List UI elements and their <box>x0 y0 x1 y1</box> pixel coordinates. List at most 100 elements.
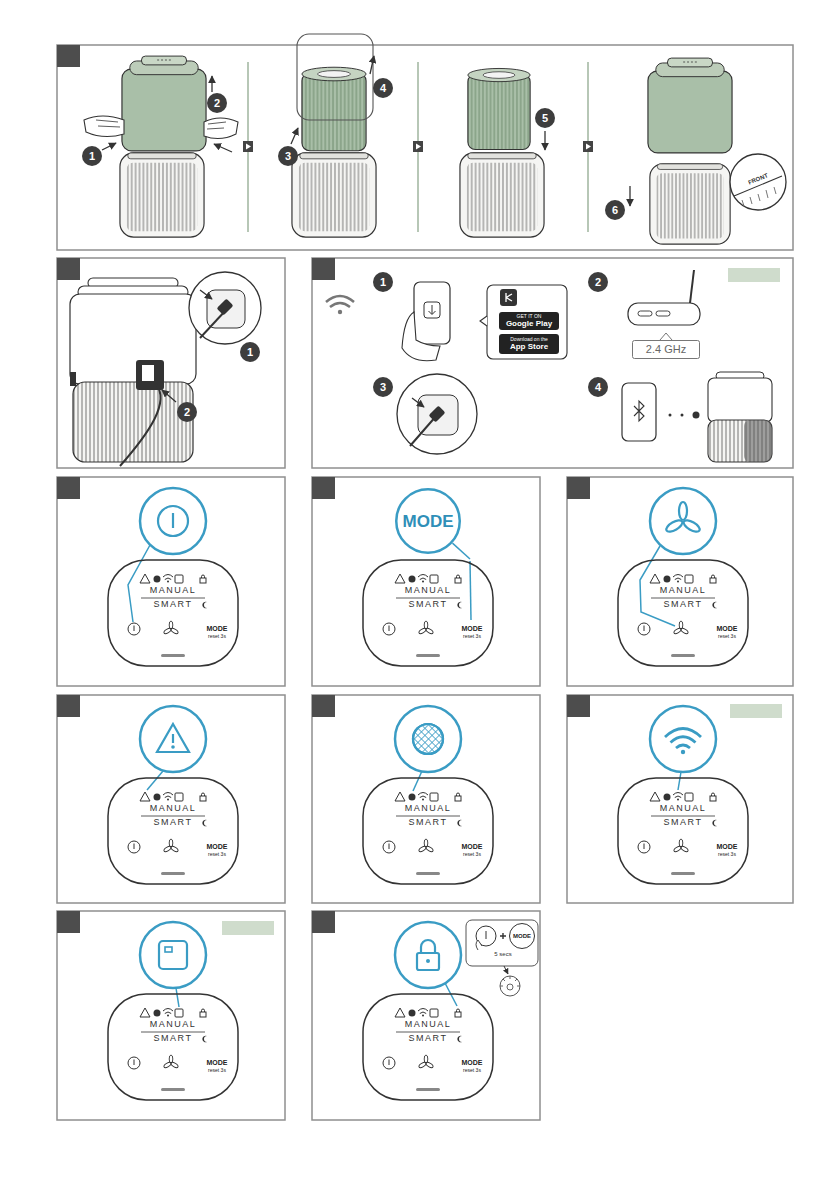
variant-pills <box>222 268 782 935</box>
control-panel-shape <box>363 560 493 666</box>
mode-label: MANUAL <box>107 804 239 813</box>
lock-icon <box>417 953 439 970</box>
callout-number: 4 <box>588 382 608 393</box>
leader-line <box>678 772 681 790</box>
callout-circle: 1 <box>373 272 393 292</box>
plug-arrow <box>412 398 424 407</box>
socket-detail-circle <box>397 374 477 454</box>
zoom-circle <box>140 488 206 554</box>
zoom-circle <box>395 922 461 988</box>
callout-circle: 3 <box>373 377 393 397</box>
panel-tab <box>57 45 80 67</box>
mode-label: SMART <box>617 818 749 827</box>
button-label: MODE <box>509 933 535 939</box>
button-hint: reset 3s <box>711 852 743 857</box>
front-detail-circle <box>730 154 786 210</box>
app-callout-pointer <box>480 316 487 326</box>
pairing-dot <box>669 414 672 417</box>
panel-frame <box>312 911 540 1120</box>
callout-number: 1 <box>82 151 102 162</box>
router-light <box>656 311 670 316</box>
callout-circle: 2 <box>588 272 608 292</box>
lock-shackle <box>421 940 435 953</box>
mode-button-shape <box>510 924 535 949</box>
button-hint: reset 3s <box>201 852 233 857</box>
mode-label: MANUAL <box>617 586 749 595</box>
control-panel: MANUALSMARTMODEreset 3s <box>107 993 239 1101</box>
control-panel-outline <box>617 777 749 885</box>
mode-button: MODE <box>509 923 535 949</box>
panel-tab <box>312 911 335 933</box>
button-label: MODE <box>203 1059 231 1066</box>
panel-tab <box>312 258 335 280</box>
button-label: MODE <box>458 1059 486 1066</box>
fan-petal <box>665 518 685 534</box>
new-filter <box>468 68 530 149</box>
control-panel: MANUALSMARTMODEreset 3s <box>107 777 239 885</box>
finger-lines <box>207 122 226 129</box>
panel-tab <box>57 911 80 933</box>
frequency-box-shape <box>633 341 700 359</box>
purifier-cover <box>708 378 772 422</box>
front-ribs <box>742 187 776 206</box>
store-badge: Download on theApp Store <box>499 334 559 354</box>
power-cord <box>120 384 161 466</box>
purifier-cover <box>122 56 206 151</box>
callout-number: 5 <box>535 113 555 124</box>
panel-frame <box>57 258 285 468</box>
power-inlet <box>136 360 164 390</box>
lift-arrow <box>291 128 298 144</box>
callout-circle: 6 <box>605 200 625 220</box>
callout-circle: 5 <box>535 108 555 128</box>
insert-arrow <box>544 131 545 150</box>
variant-pill <box>728 268 780 282</box>
button-label: MODE <box>458 625 486 632</box>
control-panel-outline <box>617 559 749 667</box>
lamp-circle <box>500 976 520 996</box>
panel-tab <box>57 695 80 717</box>
panel-tab <box>57 477 80 499</box>
leader-line <box>470 561 471 620</box>
control-panel-outline <box>107 777 239 885</box>
callout-circle-shape <box>177 402 197 422</box>
control-panel-shape <box>618 560 748 666</box>
panel-tab <box>567 695 590 717</box>
zoom-icons <box>157 502 701 970</box>
squeeze-arrow <box>214 144 232 152</box>
filter-icon <box>413 724 443 754</box>
leader-line <box>147 771 163 790</box>
button-hint: reset 3s <box>456 634 488 639</box>
callout-circle-shape <box>535 108 555 128</box>
callout-circle-shape <box>588 272 608 292</box>
mode-label: MANUAL <box>362 586 494 595</box>
callout-circle-shape <box>278 146 298 166</box>
badge-store: App Store <box>499 343 559 351</box>
callout-number: 1 <box>373 277 393 288</box>
left-hand <box>84 116 124 137</box>
download-arrow <box>429 305 436 315</box>
zoom-circle <box>140 706 206 772</box>
step-marker-arrow <box>246 144 591 150</box>
zoom-circle <box>395 706 461 772</box>
control-panel-shape <box>618 778 748 884</box>
callout-number: 3 <box>278 151 298 162</box>
bluetooth-icon <box>634 401 644 421</box>
mode-label: SMART <box>107 1034 239 1043</box>
control-panel: MANUALSMARTMODEreset 3s <box>617 777 749 885</box>
lift-arrow <box>370 56 374 74</box>
router-light <box>638 311 652 316</box>
router <box>628 303 700 325</box>
power-inlet-socket <box>142 365 154 381</box>
leader-lines <box>128 545 681 1007</box>
control-panel-shape <box>108 778 238 884</box>
callout-circle-shape <box>373 272 393 292</box>
plug-head <box>429 406 446 423</box>
callout-circle-shape <box>373 377 393 397</box>
frequency-label: 2.4 GHz <box>632 344 700 355</box>
frequency-pointer <box>660 333 672 340</box>
plug-in-arrow <box>162 390 176 402</box>
socket-detail-circle <box>189 272 261 344</box>
mode-label: SMART <box>362 1034 494 1043</box>
panel-frame <box>312 695 540 903</box>
